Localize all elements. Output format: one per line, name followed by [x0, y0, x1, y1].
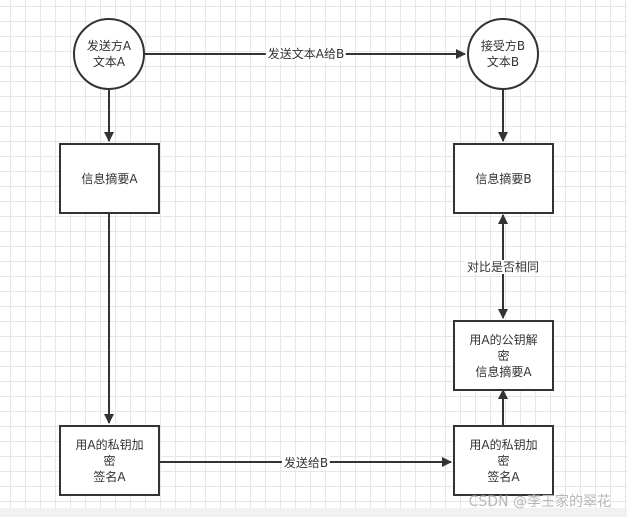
node-sign-b[interactable]: 用A的私钥加 密 签名A — [453, 425, 554, 496]
node-digest-b-label: 信息摘要B — [475, 171, 532, 186]
node-sender-circle[interactable]: 发送方A 文本A — [73, 18, 145, 90]
edge-label-compare: 对比是否相同 — [464, 260, 542, 274]
node-digest-a-label: 信息摘要A — [81, 171, 138, 186]
node-sign-a-label: 用A的私钥加 密 签名A — [75, 437, 144, 484]
node-digest-a[interactable]: 信息摘要A — [59, 143, 160, 214]
edge-label-send-text: 发送文本A给B — [265, 47, 347, 61]
node-sign-a[interactable]: 用A的私钥加 密 签名A — [59, 425, 160, 496]
watermark: CSDN @李王家的翠花 — [468, 494, 611, 510]
edge-label-send-sign: 发送给B — [281, 456, 331, 470]
node-decrypt-label: 用A的公钥解 密 信息摘要A — [469, 332, 538, 379]
node-sign-b-label: 用A的私钥加 密 签名A — [469, 437, 538, 484]
node-receiver-circle[interactable]: 接受方B 文本B — [467, 18, 539, 90]
canvas-footer-strip — [0, 508, 627, 517]
node-receiver-label: 接受方B 文本B — [480, 39, 526, 69]
node-sender-label: 发送方A 文本A — [86, 39, 132, 69]
node-decrypt-public-key[interactable]: 用A的公钥解 密 信息摘要A — [453, 320, 554, 391]
node-digest-b[interactable]: 信息摘要B — [453, 143, 554, 214]
